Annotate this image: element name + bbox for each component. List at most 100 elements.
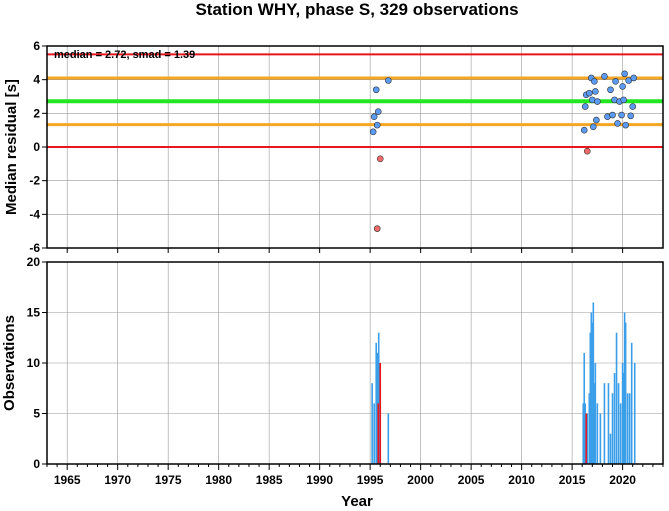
residual-point <box>593 116 600 124</box>
observation-bar <box>586 413 589 464</box>
observation-bar <box>590 312 593 464</box>
year-tick-label: 1965 <box>54 473 81 487</box>
residual-point <box>580 126 588 134</box>
residual-point <box>620 96 627 104</box>
observations-y-axis-label: Observations <box>1 315 18 411</box>
residual-point <box>583 147 591 155</box>
observation-bar <box>622 373 625 464</box>
year-tick-label: 1980 <box>205 473 232 487</box>
year-tick-label: 1985 <box>256 473 283 487</box>
observation-bar <box>626 393 629 464</box>
observation-bar <box>603 383 606 464</box>
year-x-ticks: 1965 1970 1975 1980 1985 1990 1995 2000 2005 2010… <box>46 464 664 487</box>
year-tick-label: 1970 <box>104 473 131 487</box>
residual-y-tick-label: -2 <box>29 174 40 188</box>
observation-bar <box>621 363 624 464</box>
observation-bar <box>371 383 373 464</box>
residual-point <box>581 103 589 110</box>
observations-panel: 0 5 10 15 20 1965 1970 1975 1980 1985 1990 1995 200… <box>1 255 664 510</box>
observations-y-tick-label: 5 <box>33 407 40 421</box>
residual-point <box>385 77 392 84</box>
year-tick-label: 2005 <box>458 473 485 487</box>
year-tick-label: 1975 <box>155 473 182 487</box>
year-tick-label: 2000 <box>407 473 434 487</box>
residual-y-tick-label: 4 <box>33 73 40 87</box>
observation-bar <box>588 393 591 464</box>
residual-point <box>594 98 601 105</box>
observation-bar <box>594 363 597 464</box>
residual-points <box>369 70 638 232</box>
residual-point <box>614 120 621 127</box>
observations-y-tick-label: 10 <box>27 356 41 370</box>
residual-point <box>629 103 637 110</box>
observations-grid <box>47 261 663 465</box>
residual-y-tick-label: -6 <box>29 241 40 255</box>
observation-bar <box>624 322 627 464</box>
residual-point <box>376 155 384 163</box>
residual-annotation: median = 2.72, smad = 1.39 <box>54 49 195 61</box>
residual-point <box>374 108 382 115</box>
year-tick-label: 2015 <box>559 473 586 487</box>
observation-bar <box>387 413 390 464</box>
residual-point <box>590 123 597 131</box>
residual-point <box>609 111 616 119</box>
residual-point <box>373 121 381 129</box>
observation-bar <box>607 383 610 464</box>
residual-point <box>373 225 381 232</box>
residual-point <box>369 128 377 136</box>
observation-bar <box>377 332 380 464</box>
year-x-axis-label: Year <box>341 493 373 510</box>
observations-y-tick-label: 20 <box>27 255 41 269</box>
observations-y-tick-label: 15 <box>27 306 41 320</box>
observation-bars <box>371 302 636 464</box>
residual-point <box>370 113 378 120</box>
year-tick-label: 1995 <box>357 473 384 487</box>
observation-bar <box>585 413 588 464</box>
residual-point <box>622 121 629 129</box>
residual-point <box>621 70 628 78</box>
observations-y-ticks: 0 5 10 15 20 <box>27 255 47 471</box>
observation-bar <box>589 332 592 464</box>
observation-bar <box>628 393 631 464</box>
observation-bar <box>591 322 594 464</box>
residual-y-tick-label: -4 <box>29 207 40 221</box>
residual-y-tick-label: 0 <box>33 140 40 154</box>
observation-bar <box>593 383 596 464</box>
observations-y-tick-label: 0 <box>33 457 40 471</box>
residual-point <box>591 78 598 85</box>
observation-bar <box>596 403 599 464</box>
observation-bar <box>633 363 636 464</box>
chart-title: Station WHY, phase S, 329 observations <box>195 0 518 19</box>
observation-bar <box>375 342 378 464</box>
residual-point <box>619 83 626 90</box>
observation-bar <box>582 403 585 464</box>
observation-bar <box>613 373 616 464</box>
observation-bar <box>584 403 587 464</box>
observation-bar <box>617 383 620 464</box>
reference-lines <box>47 53 663 148</box>
observation-bar <box>623 312 626 464</box>
residual-point <box>601 73 608 80</box>
observation-bar <box>599 413 602 464</box>
residual-y-tick-label: 2 <box>33 106 40 120</box>
observation-bar <box>611 393 614 464</box>
observation-bar <box>583 352 586 464</box>
observation-bar <box>379 363 382 464</box>
residual-y-axis-label: Median residual [s] <box>3 79 20 215</box>
residual-point <box>592 88 599 95</box>
residual-point <box>612 78 619 85</box>
residual-point <box>630 74 638 82</box>
residual-point <box>627 112 634 120</box>
observation-bar <box>377 403 380 464</box>
year-tick-label: 2020 <box>609 473 636 487</box>
observation-bar <box>609 433 612 464</box>
observation-bar <box>630 342 633 464</box>
observation-bar <box>373 403 375 464</box>
year-tick-label: 2010 <box>508 473 535 487</box>
residual-point <box>372 86 380 94</box>
residual-point <box>618 111 625 119</box>
year-tick-label: 1990 <box>306 473 333 487</box>
